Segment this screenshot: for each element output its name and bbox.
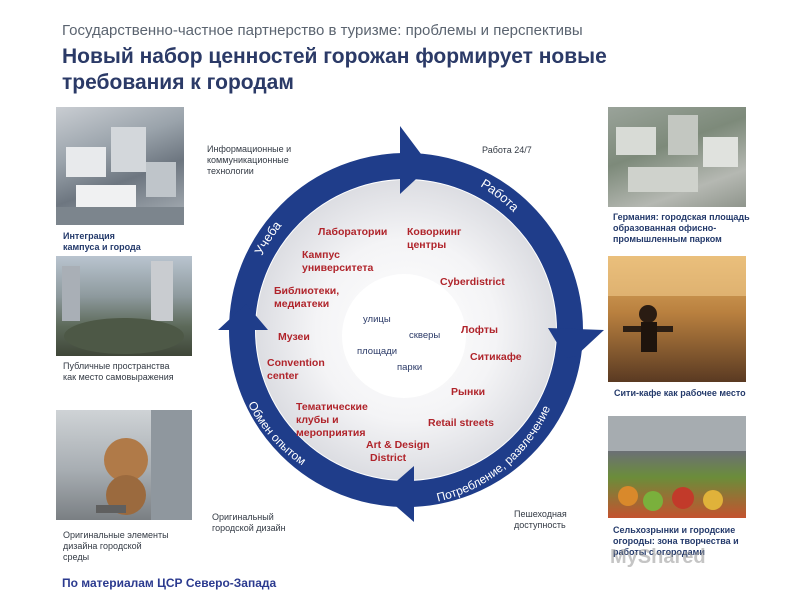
campus-photo — [56, 107, 184, 225]
center-streets: улицы — [363, 314, 391, 325]
core-circle — [342, 274, 466, 398]
public-space-photo — [56, 256, 192, 356]
arrow-head-right — [548, 328, 604, 358]
source-note: По материалам ЦСР Северо-Запада — [62, 576, 277, 590]
item-museums: Музеи — [278, 331, 310, 343]
item-lofts: Лофты — [461, 324, 498, 336]
item-retail: Retail streets — [428, 417, 494, 429]
design-photo — [56, 410, 192, 520]
item-citycafe: Ситикафе — [470, 351, 522, 363]
cafe-photo — [608, 256, 746, 382]
germany-photo — [608, 107, 746, 207]
arrow-head-left — [218, 304, 268, 330]
item-markets: Рынки — [451, 386, 485, 398]
cafe-caption: Сити-кафе как рабочее место — [614, 388, 746, 398]
center-plazas: площади — [357, 346, 397, 357]
subtitle: Государственно-частное партнерство в тур… — [62, 22, 583, 39]
item-labs: Лаборатории — [318, 226, 387, 238]
page-title: Новый набор ценностей горожан формирует … — [62, 45, 607, 94]
farm-market-photo — [608, 416, 746, 518]
arrow-head-bottom — [382, 466, 414, 522]
item-cyberdistrict: Cyberdistrict — [440, 276, 505, 288]
watermark: MyShared — [610, 546, 706, 568]
outer-label-work247: Работа 24/7 — [482, 145, 532, 155]
item-libraries: Библиотеки,медиатеки — [274, 285, 339, 310]
arrow-head-top — [400, 126, 430, 194]
center-squares: скверы — [409, 330, 440, 341]
center-parks: парки — [397, 362, 422, 373]
